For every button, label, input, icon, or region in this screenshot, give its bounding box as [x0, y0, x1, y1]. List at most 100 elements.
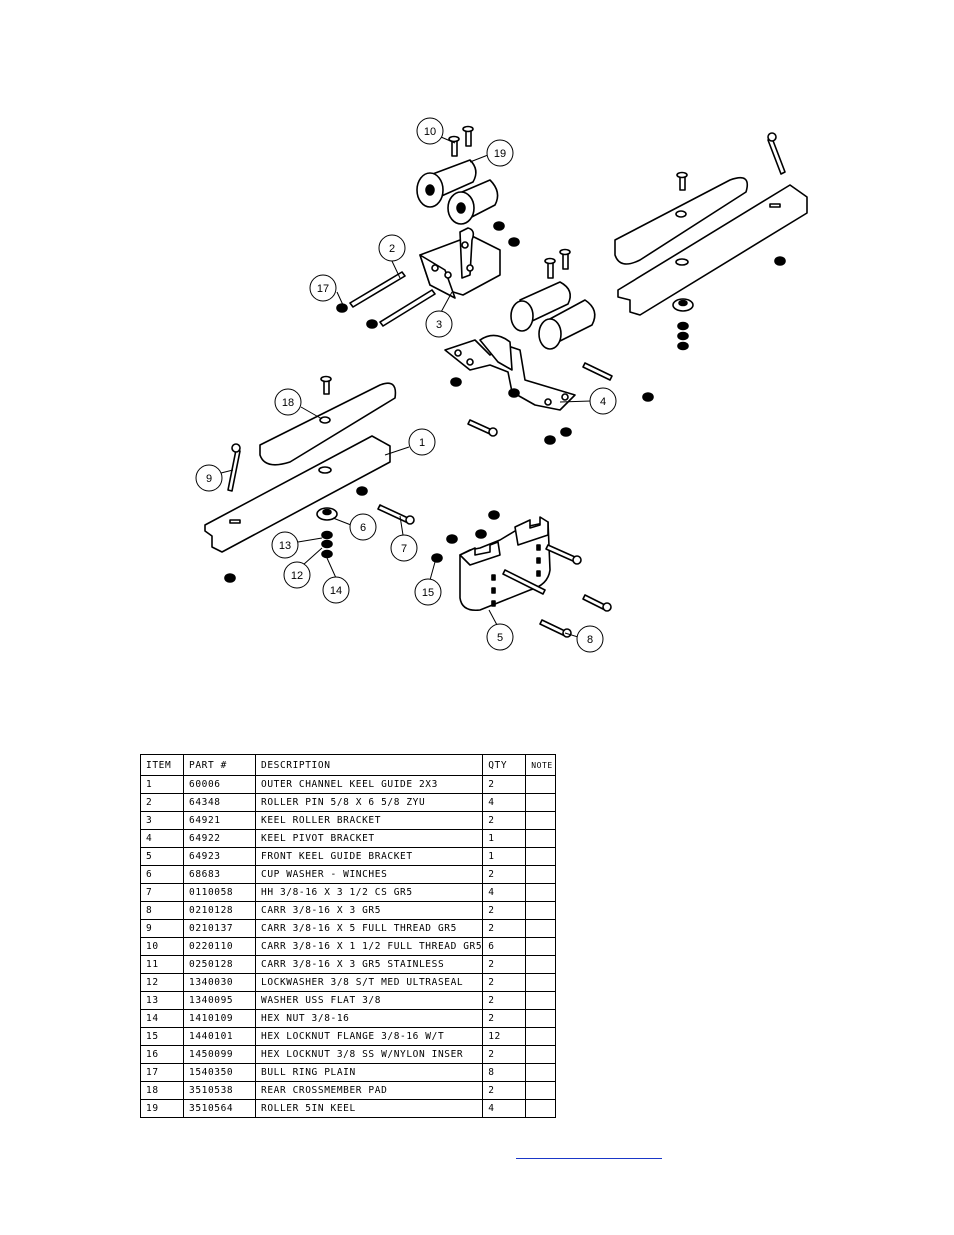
callout-19: 19: [486, 139, 514, 167]
callout-6: 6: [349, 513, 377, 541]
cell-qty: 2: [482, 1009, 527, 1028]
cell-part-number: 1410109: [183, 1009, 256, 1028]
cell-description: HEX NUT 3/8-16: [254, 1009, 484, 1028]
cell-description: LOCKWASHER 3/8 S/T MED ULTRASEAL: [254, 973, 484, 992]
svg-text:14: 14: [330, 585, 342, 597]
cell-qty: 1: [482, 847, 527, 866]
keel-roller-bracket: [419, 227, 501, 299]
cell-qty: 2: [482, 865, 527, 884]
cell-qty: 8: [482, 1063, 527, 1082]
cell-note: [525, 901, 557, 920]
cell-description: ROLLER 5IN KEEL: [254, 1099, 484, 1118]
svg-text:4: 4: [600, 396, 606, 408]
svg-text:8: 8: [587, 634, 593, 646]
cell-part-number: 0210137: [183, 919, 256, 938]
svg-text:7: 7: [401, 543, 407, 555]
svg-text:17: 17: [317, 283, 329, 295]
cell-qty: 2: [482, 919, 527, 938]
front-keel-guide-bracket: [459, 516, 612, 638]
svg-text:12: 12: [291, 570, 303, 582]
cell-part-number: 68683: [183, 865, 256, 884]
cell-description: CARR 3/8-16 X 1 1/2 FULL THREAD GR5: [254, 937, 484, 956]
cell-item: 15: [140, 1027, 184, 1046]
cell-note: [525, 883, 557, 902]
column-header-part: PART #: [183, 754, 256, 776]
cell-note: [525, 829, 557, 848]
cell-qty: 2: [482, 991, 527, 1010]
cell-description: KEEL PIVOT BRACKET: [254, 829, 484, 848]
callout-8: 8: [576, 625, 604, 653]
cell-part-number: 60006: [183, 775, 256, 794]
roller-pins: [349, 271, 436, 327]
cell-qty: 12: [482, 1027, 527, 1046]
cell-note: [525, 1099, 557, 1118]
cell-description: HH 3/8-16 X 3 1/2 CS GR5: [254, 883, 484, 902]
svg-text:13: 13: [279, 540, 291, 552]
cell-description: HEX LOCKNUT 3/8 SS W/NYLON INSER: [254, 1045, 484, 1064]
callout-13: 13: [271, 531, 299, 559]
callout-10: 10: [416, 117, 444, 145]
cell-item: 9: [140, 919, 184, 938]
cell-note: [525, 775, 557, 794]
cell-part-number: 1440101: [183, 1027, 256, 1046]
cell-item: 13: [140, 991, 184, 1010]
column-header-item: ITEM: [140, 754, 184, 776]
callout-15: 15: [414, 578, 442, 606]
cell-item: 16: [140, 1045, 184, 1064]
column-header-description: DESCRIPTION: [254, 754, 484, 776]
pivot-nuts: [450, 377, 654, 445]
cell-part-number: 1340095: [183, 991, 256, 1010]
callout-17: 17: [309, 274, 337, 302]
cell-item: 6: [140, 865, 184, 884]
cell-note: [525, 937, 557, 956]
callout-18: 18: [274, 388, 302, 416]
bull-rings: [336, 221, 520, 329]
cell-item: 7: [140, 883, 184, 902]
cell-note: [525, 811, 557, 830]
bolts-10: [448, 125, 474, 157]
column-header-note: NOTE: [525, 754, 557, 776]
roller-group-middle: [510, 248, 596, 350]
cell-part-number: 64348: [183, 793, 256, 812]
callout-5: 5: [486, 623, 514, 651]
cell-item: 18: [140, 1081, 184, 1100]
cell-item: 1: [140, 775, 184, 794]
cell-part-number: 1450099: [183, 1045, 256, 1064]
right-channel-assembly: [614, 132, 808, 316]
callout-14: 14: [322, 576, 350, 604]
cell-part-number: 1340030: [183, 973, 256, 992]
cell-note: [525, 1045, 557, 1064]
cell-item: 12: [140, 973, 184, 992]
cell-item: 5: [140, 847, 184, 866]
left-washers: [224, 486, 500, 583]
cell-part-number: 0110058: [183, 883, 256, 902]
cell-note: [525, 991, 557, 1010]
cell-part-number: 0220110: [183, 937, 256, 956]
cell-qty: 2: [482, 1045, 527, 1064]
cell-description: ROLLER PIN 5/8 X 6 5/8 ZYU: [254, 793, 484, 812]
cell-part-number: 3510538: [183, 1081, 256, 1100]
svg-text:15: 15: [422, 587, 434, 599]
cell-qty: 2: [482, 901, 527, 920]
svg-text:2: 2: [389, 243, 395, 255]
svg-text:1: 1: [419, 437, 425, 449]
cell-description: BULL RING PLAIN: [254, 1063, 484, 1082]
column-header-qty: QTY: [482, 754, 527, 776]
cell-note: [525, 1027, 557, 1046]
leader-lines: [220, 136, 592, 638]
cell-note: [525, 973, 557, 992]
hyperlink-underline[interactable]: [516, 1158, 662, 1159]
cell-note: [525, 1081, 557, 1100]
